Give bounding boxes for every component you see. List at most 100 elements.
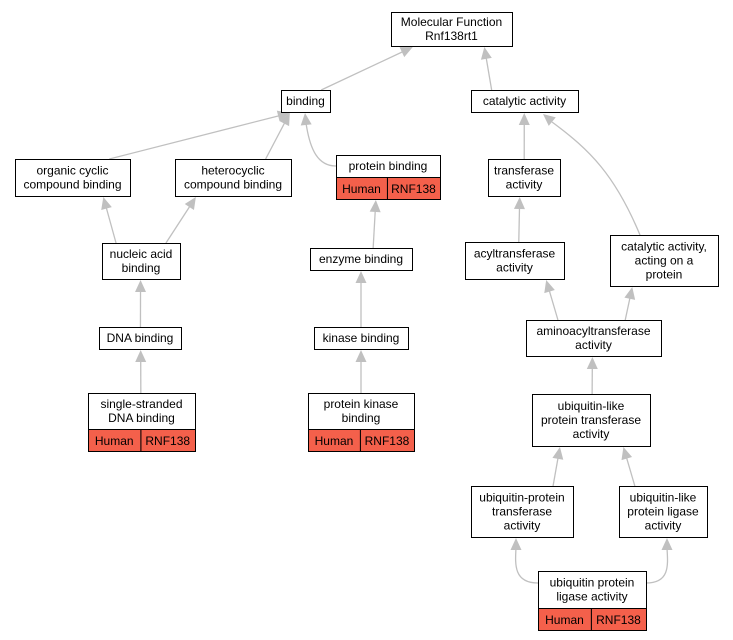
node-box xyxy=(532,394,651,447)
edge xyxy=(369,200,381,249)
node-label-line: transferase xyxy=(494,164,554,178)
edge-arrowhead xyxy=(184,197,196,211)
edge xyxy=(135,280,147,328)
edge-line xyxy=(265,121,286,160)
edge xyxy=(355,271,367,327)
node-label-line: organic cyclic xyxy=(36,164,108,178)
edge-arrowhead xyxy=(480,47,492,60)
go-term-node[interactable]: catalytic activity xyxy=(471,90,579,113)
node-label-line: ubiquitin-like xyxy=(558,399,625,413)
node-label-line: compound binding xyxy=(184,178,282,192)
edge xyxy=(265,113,290,160)
edge-arrowhead xyxy=(101,197,112,211)
node-box xyxy=(15,159,131,197)
edge-line xyxy=(109,114,281,160)
node-label-line: DNA binding xyxy=(108,411,175,425)
edge-arrowhead xyxy=(355,271,367,283)
node-label-line: heterocyclic xyxy=(201,164,264,178)
go-term-node[interactable]: enzyme binding xyxy=(310,248,413,271)
node-label-line: Molecular Function xyxy=(401,15,502,29)
edge xyxy=(552,447,564,487)
node-label-line: protein transferase xyxy=(541,413,641,427)
edge xyxy=(544,280,559,321)
edge xyxy=(109,110,290,160)
node-label-line: activity xyxy=(506,178,543,192)
edge-arrowhead xyxy=(621,447,633,461)
node-label-line: binding xyxy=(286,94,325,108)
species-tag-label: Human xyxy=(95,434,134,448)
edge-arrowhead xyxy=(300,113,312,126)
node-box xyxy=(281,90,331,113)
node-label-line: aminoacyltransferase xyxy=(536,324,650,338)
gene-tag xyxy=(590,608,647,631)
edges-layer xyxy=(101,47,673,584)
node-label-line: enzyme binding xyxy=(319,252,403,266)
species-tag-label: Human xyxy=(545,613,584,627)
edge-line xyxy=(305,122,337,167)
gene-tag-label: RNF138 xyxy=(391,182,436,196)
node-box xyxy=(391,12,513,47)
node-label-line: binding xyxy=(342,411,381,425)
edge-line xyxy=(645,547,669,584)
node-box xyxy=(526,320,662,357)
edge-arrowhead xyxy=(518,113,530,126)
edge xyxy=(645,538,673,584)
node-label-line: ubiquitin-like xyxy=(630,491,697,505)
gene-tag-label: RNF138 xyxy=(145,434,190,448)
edge-arrowhead xyxy=(513,197,525,210)
edge xyxy=(480,47,493,91)
node-box xyxy=(102,243,181,280)
edge-arrowhead xyxy=(552,447,564,460)
gene-tag xyxy=(140,429,196,452)
go-term-node[interactable]: kinase binding xyxy=(314,327,409,350)
node-box xyxy=(619,486,708,538)
edge xyxy=(518,113,530,160)
node-label-line: kinase binding xyxy=(323,331,400,345)
gene-tag-label: RNF138 xyxy=(596,613,641,627)
node-box xyxy=(610,235,719,287)
edge-line xyxy=(518,206,521,243)
node-box xyxy=(175,159,292,197)
edge-line xyxy=(105,206,117,244)
node-label-line: acting on a xyxy=(635,254,694,268)
edge-line xyxy=(320,50,405,91)
node-label-line: catalytic activity xyxy=(483,94,566,108)
node-box xyxy=(488,159,561,197)
edge-line xyxy=(552,456,559,487)
go-term-node[interactable]: binding xyxy=(281,90,331,113)
edge-line xyxy=(485,56,493,91)
node-label-line: DNA binding xyxy=(107,331,174,345)
node-label-line: activity xyxy=(645,519,682,533)
node-label-line: single-stranded xyxy=(100,397,182,411)
edge-arrowhead xyxy=(399,47,413,58)
edge xyxy=(513,197,525,243)
go-term-node[interactable]: DNA binding xyxy=(99,327,182,350)
node-label-line: catalytic activity, xyxy=(621,240,707,254)
edge xyxy=(165,197,196,244)
species-tag-label: Human xyxy=(342,182,381,196)
edge xyxy=(135,350,147,394)
node-label-line: protein binding xyxy=(349,159,428,173)
edge-arrowhead xyxy=(135,350,147,363)
node-box xyxy=(465,242,565,280)
node-label-line: ubiquitin protein xyxy=(550,576,635,590)
node-label-line: protein kinase xyxy=(324,397,399,411)
gene-tag xyxy=(359,429,416,452)
node-label-line: binding xyxy=(122,261,161,275)
species-tag-label: Human xyxy=(315,434,354,448)
